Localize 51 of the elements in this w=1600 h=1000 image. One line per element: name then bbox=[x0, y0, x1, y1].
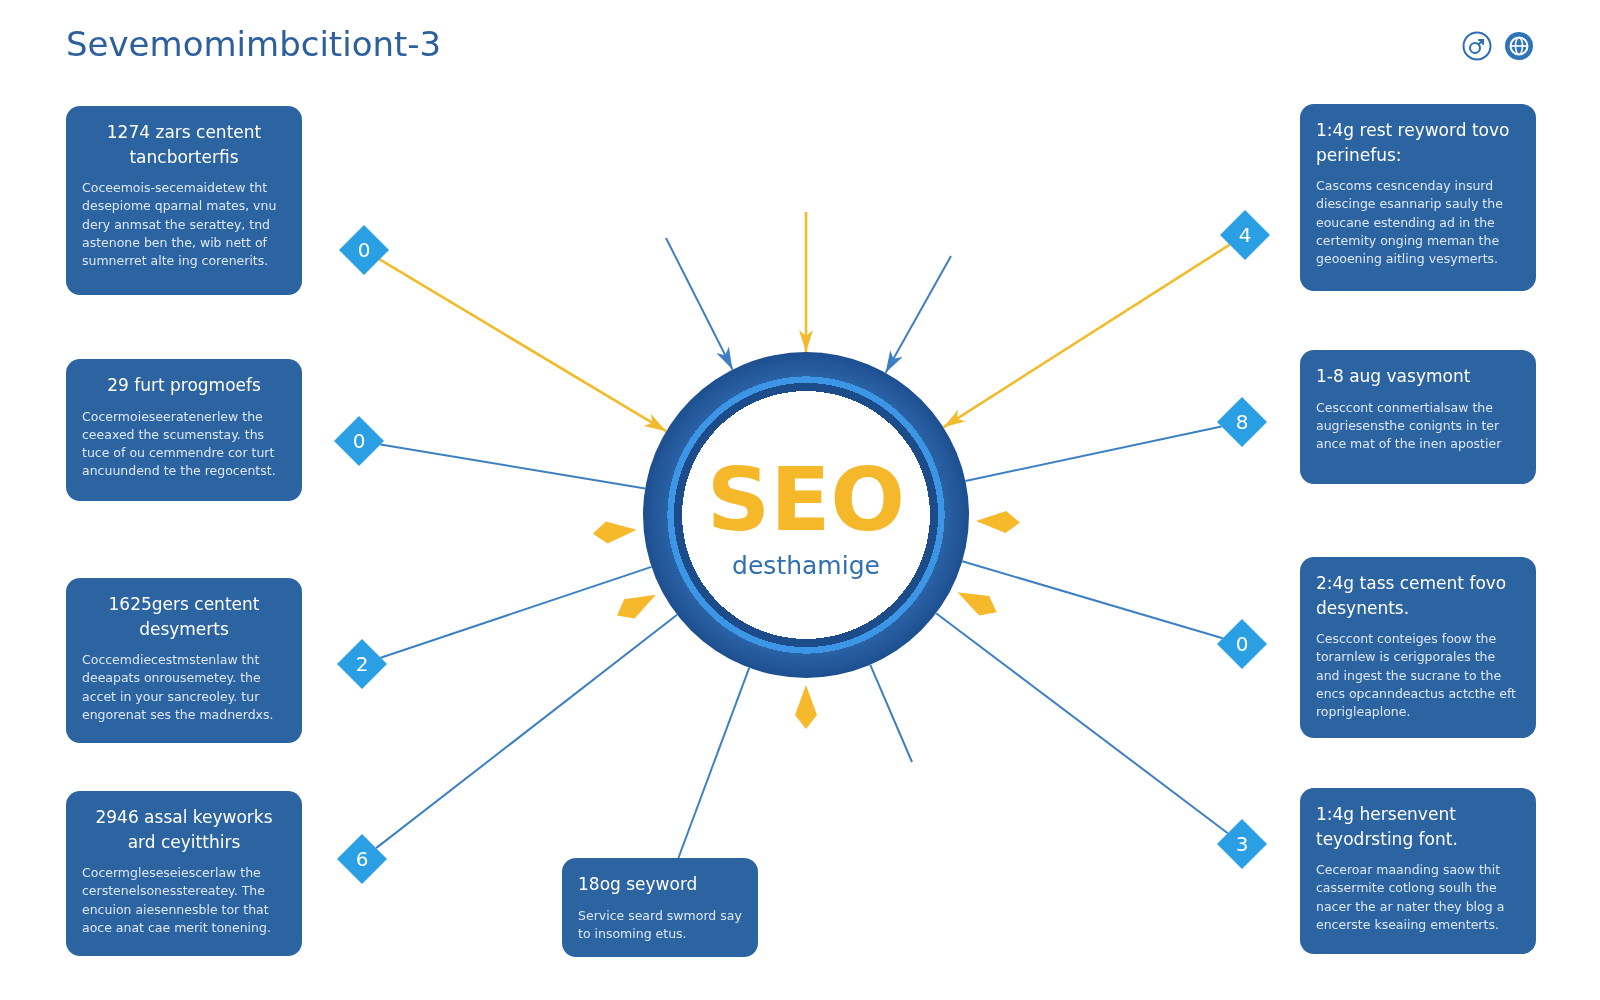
card-heading: 18og seyword bbox=[578, 873, 699, 896]
info-card bbox=[1300, 104, 1536, 291]
connector bbox=[869, 663, 913, 763]
info-card bbox=[66, 106, 302, 295]
connector bbox=[379, 443, 647, 490]
info-card bbox=[1300, 557, 1536, 738]
tag-number: 4 bbox=[1238, 225, 1252, 245]
connector bbox=[935, 612, 1229, 835]
card-heading: 2946 assal keyworks ard ceyitthirs bbox=[94, 806, 274, 854]
arrow bbox=[378, 258, 667, 433]
info-card bbox=[562, 858, 758, 957]
card-text: Coccemdiecestmstenlaw tht deeapats onrousemetey. the accet in your sancreoley. tur engorenat ses the madnerdxs. bbox=[82, 651, 275, 724]
tag-number: 6 bbox=[355, 849, 369, 869]
card-text: Cesccont conmertialsaw the augriesensthe conignts in ter ance mat of the inen apostier bbox=[1316, 398, 1503, 453]
connector bbox=[961, 560, 1224, 640]
card-heading: 1625gers centent desymerts bbox=[107, 593, 261, 641]
arrow bbox=[942, 243, 1231, 429]
card-text: Cesccont conteiges foow the torarnlew is cerigporales the and ingest the sucrane to the encs opcanndeactus actcthe eft roprigleaplone. bbox=[1316, 630, 1517, 721]
tag-number: 3 bbox=[1235, 834, 1249, 854]
connector bbox=[964, 425, 1223, 482]
info-card bbox=[66, 578, 302, 743]
info-card bbox=[66, 791, 302, 956]
tag-number: 2 bbox=[355, 654, 369, 674]
info-card bbox=[1300, 350, 1536, 484]
hub-title: SEO bbox=[706, 456, 906, 544]
connector bbox=[677, 666, 751, 859]
diagram-title: Sevemomimbcitiont-3 bbox=[66, 24, 442, 65]
connector bbox=[375, 613, 679, 850]
arrow bbox=[799, 212, 813, 352]
card-text: Cocermgleseseiescerlaw the cerstenelsonesstereatey. The encuion aiesennesble tor that aoce anat cae merit tonening. bbox=[82, 864, 272, 937]
card-text: Coceemois-secemaidetew tht desepiome qparnal mates, vnu dery anmsat the serattey, tnd astenone ben the, wib nett of sumnerret alte ing corenerits. bbox=[82, 179, 278, 270]
card-heading: 29 furt progmoefs bbox=[106, 374, 262, 397]
card-heading: 1:4g hersenvent teyodrsting font. bbox=[1316, 803, 1459, 851]
tag-number: 0 bbox=[357, 240, 371, 260]
card-text: Cocermoieseeratenerlew the ceeaxed the scumenstay. ths tuce of ou cemmendre cor turt ancuundend te the regocentst. bbox=[82, 407, 277, 480]
connector bbox=[379, 565, 653, 659]
info-card bbox=[66, 359, 302, 501]
card-heading: 1:4g rest reyword tovo perinefus: bbox=[1316, 119, 1511, 167]
arrow bbox=[665, 237, 734, 371]
card-heading: 1274 zars centent tancborterfis bbox=[105, 121, 263, 169]
info-card bbox=[1300, 788, 1536, 954]
card-heading: 2:4g tass cement fovo desynents. bbox=[1316, 572, 1508, 620]
tag-number: 8 bbox=[1235, 412, 1249, 432]
card-text: Ceceroar maanding saow thit cassermite cotlong soulh the nacer the ar nater they blog a encerste kseaiing ementerts. bbox=[1316, 861, 1506, 934]
tag-number: 0 bbox=[1235, 634, 1249, 654]
card-heading: 1-8 aug vasymont bbox=[1316, 365, 1472, 388]
arrow bbox=[884, 255, 952, 374]
hub-subtitle: desthamige bbox=[732, 552, 880, 580]
card-text: Cascoms cesncenday insurd diescinge esannarip sauly the eoucane estending ad in the certemity onging meman the geooening aitling vesymerts. bbox=[1316, 177, 1504, 268]
card-text: Service seard swmord say to insoming etus. bbox=[578, 906, 742, 943]
tag-number: 0 bbox=[352, 431, 366, 451]
